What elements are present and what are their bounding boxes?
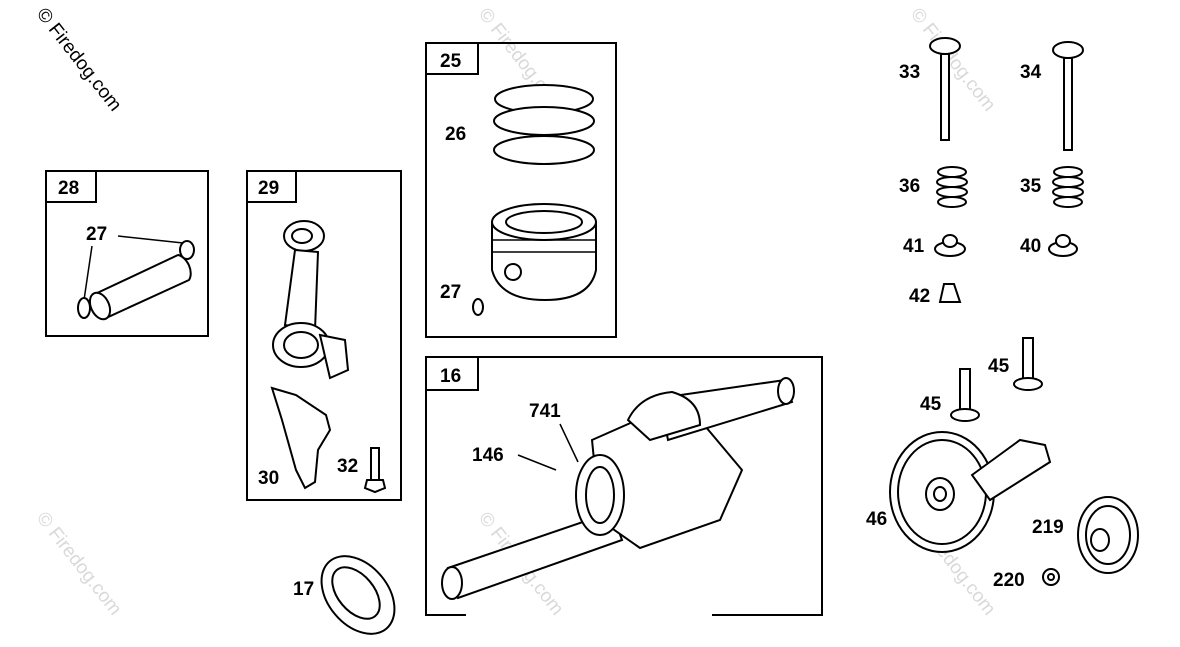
- valve-spring-36-part: [936, 166, 968, 208]
- callout-26-rings: 26: [445, 124, 466, 145]
- connecting-rod-part: [272, 220, 350, 380]
- callout-27-pin-clip-2: 27: [440, 282, 461, 303]
- callout-45-tappet-a: 45: [988, 356, 1010, 377]
- callout-219-gear: 219: [1032, 517, 1064, 538]
- valve-spring-35-part: [1052, 166, 1084, 208]
- box-16-crankshaft: 16 741 146: [425, 356, 823, 616]
- tappet-b-part: [950, 368, 980, 422]
- box-28-label: 28: [58, 178, 79, 199]
- callout-220-washer: 220: [993, 570, 1025, 591]
- callout-32-bolt: 32: [337, 456, 358, 477]
- callout-45-tappet-b: 45: [920, 394, 942, 415]
- box-28-piston-pin: 28 27: [45, 170, 209, 337]
- callout-41-retainer: 41: [903, 236, 925, 257]
- callout-40-retainer: 40: [1020, 236, 1041, 257]
- callout-27-pin-clip: 27: [86, 224, 107, 245]
- governor-gear-part: [1077, 496, 1139, 574]
- keeper-part: [938, 283, 962, 303]
- watermark-faint-2: © Firedog.com: [906, 4, 999, 115]
- washer-part: [1042, 568, 1060, 586]
- piston-pin-part: [77, 240, 195, 321]
- tappet-a-part: [1013, 337, 1043, 391]
- callout-46-camshaft: 46: [866, 509, 887, 530]
- callout-146-key: 146: [472, 445, 504, 466]
- callout-36-spring: 36: [899, 176, 920, 197]
- callout-34-valve: 34: [1020, 62, 1042, 83]
- rod-cap-part: [270, 386, 332, 490]
- rod-bolt-part: [363, 447, 387, 494]
- box-25-label: 25: [440, 51, 462, 72]
- watermark-faint-3: © Firedog.com: [32, 508, 125, 619]
- pin-clip-part: [472, 298, 484, 316]
- callout-42-keeper: 42: [909, 286, 930, 307]
- callout-741-gear: 741: [529, 401, 561, 422]
- piston-rings-part: [493, 84, 595, 165]
- callout-30-rod-cap: 30: [258, 468, 279, 489]
- retainer-41-part: [934, 234, 966, 257]
- callout-17-bearing: 17: [293, 579, 314, 600]
- watermark-main: © Firedog.com: [32, 4, 125, 115]
- box-25-piston: 25 26 27: [425, 42, 617, 338]
- camshaft-part: [889, 431, 1052, 553]
- piston-part: [491, 203, 597, 302]
- callout-33-valve: 33: [899, 62, 920, 83]
- exhaust-valve-part: [1052, 41, 1084, 151]
- intake-valve-part: [929, 37, 961, 141]
- retainer-40-part: [1048, 234, 1078, 257]
- crank-gear-part: [575, 454, 625, 536]
- box-16-label: 16: [440, 366, 461, 387]
- box-29-label: 29: [258, 178, 279, 199]
- bearing-part: [320, 555, 396, 635]
- callout-35-spring: 35: [1020, 176, 1042, 197]
- crankshaft-part: [441, 377, 795, 600]
- box-29-connecting-rod: 29 30 32: [246, 170, 402, 501]
